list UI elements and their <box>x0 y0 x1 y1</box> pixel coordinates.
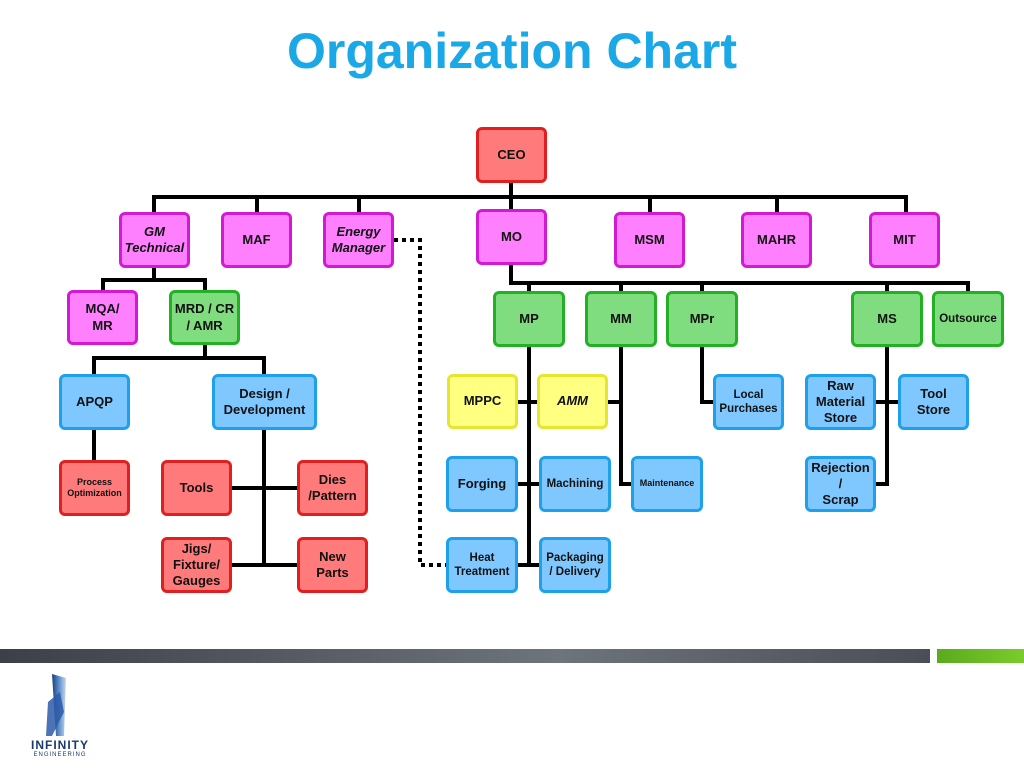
node-gm-technical: GM Technical <box>119 212 190 268</box>
node-jigs-fixture-gauges: Jigs/ Fixture/ Gauges <box>161 537 232 593</box>
node-forging: Forging <box>446 456 518 512</box>
node-mpr: MPr <box>666 291 738 347</box>
node-rejection-scrap: Rejection / Scrap <box>805 456 876 512</box>
logo-name: INFINITY <box>31 738 89 752</box>
node-mahr: MAHR <box>741 212 812 268</box>
logo-icon <box>46 674 66 736</box>
page-title: Organization Chart <box>286 23 738 79</box>
node-heat-treatment: Heat Treatment <box>446 537 518 593</box>
footer-accent <box>937 649 1024 663</box>
node-ceo: CEO <box>476 127 547 183</box>
node-new-parts: New Parts <box>297 537 368 593</box>
node-msm: MSM <box>614 212 685 268</box>
company-logo: INFINITY ENGINEERING <box>22 672 98 760</box>
node-mo: MO <box>476 209 547 265</box>
node-dies-pattern: Dies /Pattern <box>297 460 368 516</box>
node-maintenance: Maintenance <box>631 456 703 512</box>
node-mm: MM <box>585 291 657 347</box>
logo-subtitle: ENGINEERING <box>33 752 87 758</box>
node-energy-manager: Energy Manager <box>323 212 394 268</box>
connector-lines <box>92 181 970 567</box>
node-ms: MS <box>851 291 923 347</box>
node-process-optimization: Process Optimization <box>59 460 130 516</box>
node-mrd-cr-amr: MRD / CR / AMR <box>169 290 240 345</box>
node-tools: Tools <box>161 460 232 516</box>
footer-bar <box>0 649 930 663</box>
node-apqp: APQP <box>59 374 130 430</box>
node-tool-store: Tool Store <box>898 374 969 430</box>
node-maf: MAF <box>221 212 292 268</box>
node-mp: MP <box>493 291 565 347</box>
node-outsource: Outsource <box>932 291 1004 347</box>
node-mppc: MPPC <box>447 374 518 429</box>
node-machining: Machining <box>539 456 611 512</box>
node-raw-material-store: Raw Material Store <box>805 374 876 430</box>
node-local-purchases: Local Purchases <box>713 374 784 430</box>
node-mqa-mr: MQA/ MR <box>67 290 138 345</box>
node-design-development: Design / Development <box>212 374 317 430</box>
dotted-connector <box>394 238 447 567</box>
node-amm: AMM <box>537 374 608 429</box>
node-packaging-delivery: Packaging / Delivery <box>539 537 611 593</box>
node-mit: MIT <box>869 212 940 268</box>
